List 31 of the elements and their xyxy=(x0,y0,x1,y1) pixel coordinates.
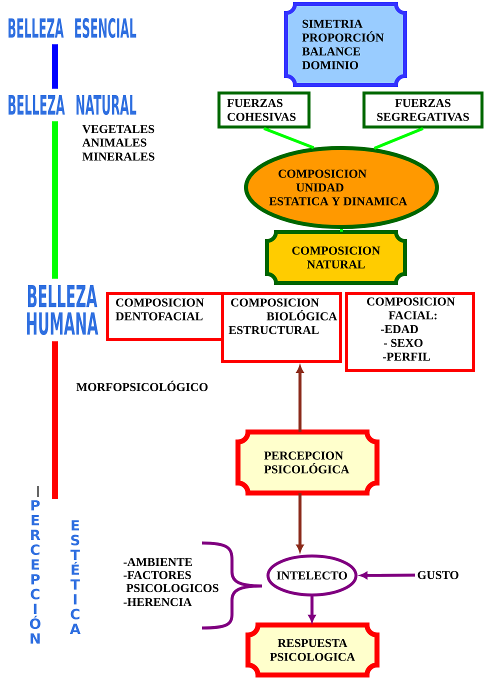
connector-line xyxy=(340,229,343,232)
plaque-box: SIMETRIA PROPORCIÓN BALANCE DOMINIO xyxy=(284,2,407,87)
connector-line xyxy=(263,127,314,150)
plaque-box: PERCEPCION PSICOLÓGICA xyxy=(236,430,380,496)
text-box: COMPOSICION DENTOFACIAL xyxy=(106,292,224,341)
text-box: FUERZAS COHESIVAS xyxy=(218,92,310,128)
text-label: MINERALES xyxy=(82,152,154,161)
vertical-text: PERCEPCIÓN ESTÉTICA xyxy=(30,500,81,644)
connector-line xyxy=(374,127,424,150)
arrow xyxy=(296,493,304,552)
connector-bar xyxy=(52,121,58,279)
text-label: MORFOPSICOLÓGICO xyxy=(76,380,208,392)
plaque-box: RESPUESTA PSICOLOGICA xyxy=(246,622,380,678)
text-label: -FACTORES PSICOLOGICOS xyxy=(124,571,218,592)
text-label: VEGETALES xyxy=(82,125,154,134)
text-label: -AMBIENTE xyxy=(124,558,192,566)
text-label: -HERENCIA xyxy=(124,598,192,606)
text-box: FUERZAS SEGREGATIVAS xyxy=(362,92,484,128)
wordart-heading: BELLEZA NATURAL xyxy=(8,95,136,115)
arrow xyxy=(296,365,304,432)
text-box: COMPOSICION FACIAL: -EDAD - SEXO -PERFIL xyxy=(345,292,475,372)
text-label: ANIMALES xyxy=(82,138,146,147)
wordart-heading: BELLEZA HUMANA xyxy=(27,285,98,335)
arrow xyxy=(308,596,316,622)
arrow xyxy=(360,572,415,579)
connector-bar xyxy=(52,341,58,499)
wordart-heading: BELLEZA ESENCIAL xyxy=(8,18,136,38)
text-box: COMPOSICION BIOLÓGICA ESTRUCTURAL xyxy=(221,292,342,363)
plaque-box: COMPOSICION NATURAL xyxy=(265,230,407,285)
connector-bar xyxy=(52,44,58,89)
text-label: GUSTO xyxy=(418,571,458,580)
